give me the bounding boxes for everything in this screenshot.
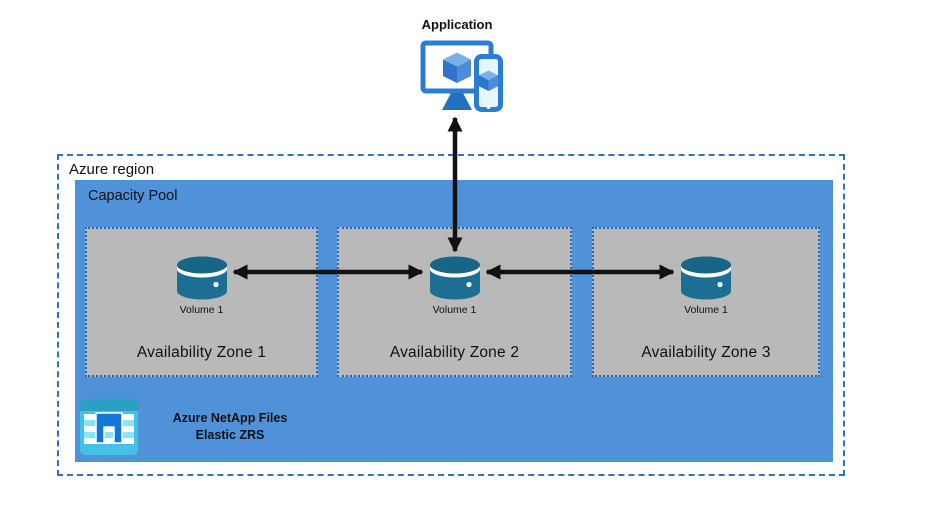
azure-region-label: Azure region [69,161,155,178]
availability-zone-1-label: Availability Zone 1 [136,344,267,361]
availability-zone-3-box: Volume 1 Availability Zone 3 [592,227,820,377]
volume-label: Volume 1 [179,304,224,316]
volume-label: Volume 1 [432,304,477,316]
branding-text: Azure NetApp Files Elastic ZRS [160,410,300,444]
branding-badge: Azure NetApp Files Elastic ZRS [80,399,300,455]
availability-zone-1-box: Volume 1 Availability Zone 1 [85,227,318,377]
volume-cylinder-icon [176,256,227,300]
phone-icon [474,54,503,112]
volume-label: Volume 1 [684,304,728,316]
application-label: Application [421,17,493,32]
availability-zone-2-label: Availability Zone 2 [389,344,520,361]
azure-netapp-files-icon [80,399,138,455]
capacity-pool-label: Capacity Pool [88,188,178,204]
availability-zone-2-box: Volume 1 Availability Zone 2 [337,227,572,377]
volume-cylinder-icon [681,256,731,300]
application-icon [420,40,503,112]
branding-line-1: Azure NetApp Files [172,411,288,426]
volume-cylinder-icon [429,256,480,300]
availability-zone-3-label: Availability Zone 3 [641,344,771,361]
branding-line-2: Elastic ZRS [195,428,265,442]
netapp-n-glyph [95,412,123,444]
cube-icon [443,52,471,83]
